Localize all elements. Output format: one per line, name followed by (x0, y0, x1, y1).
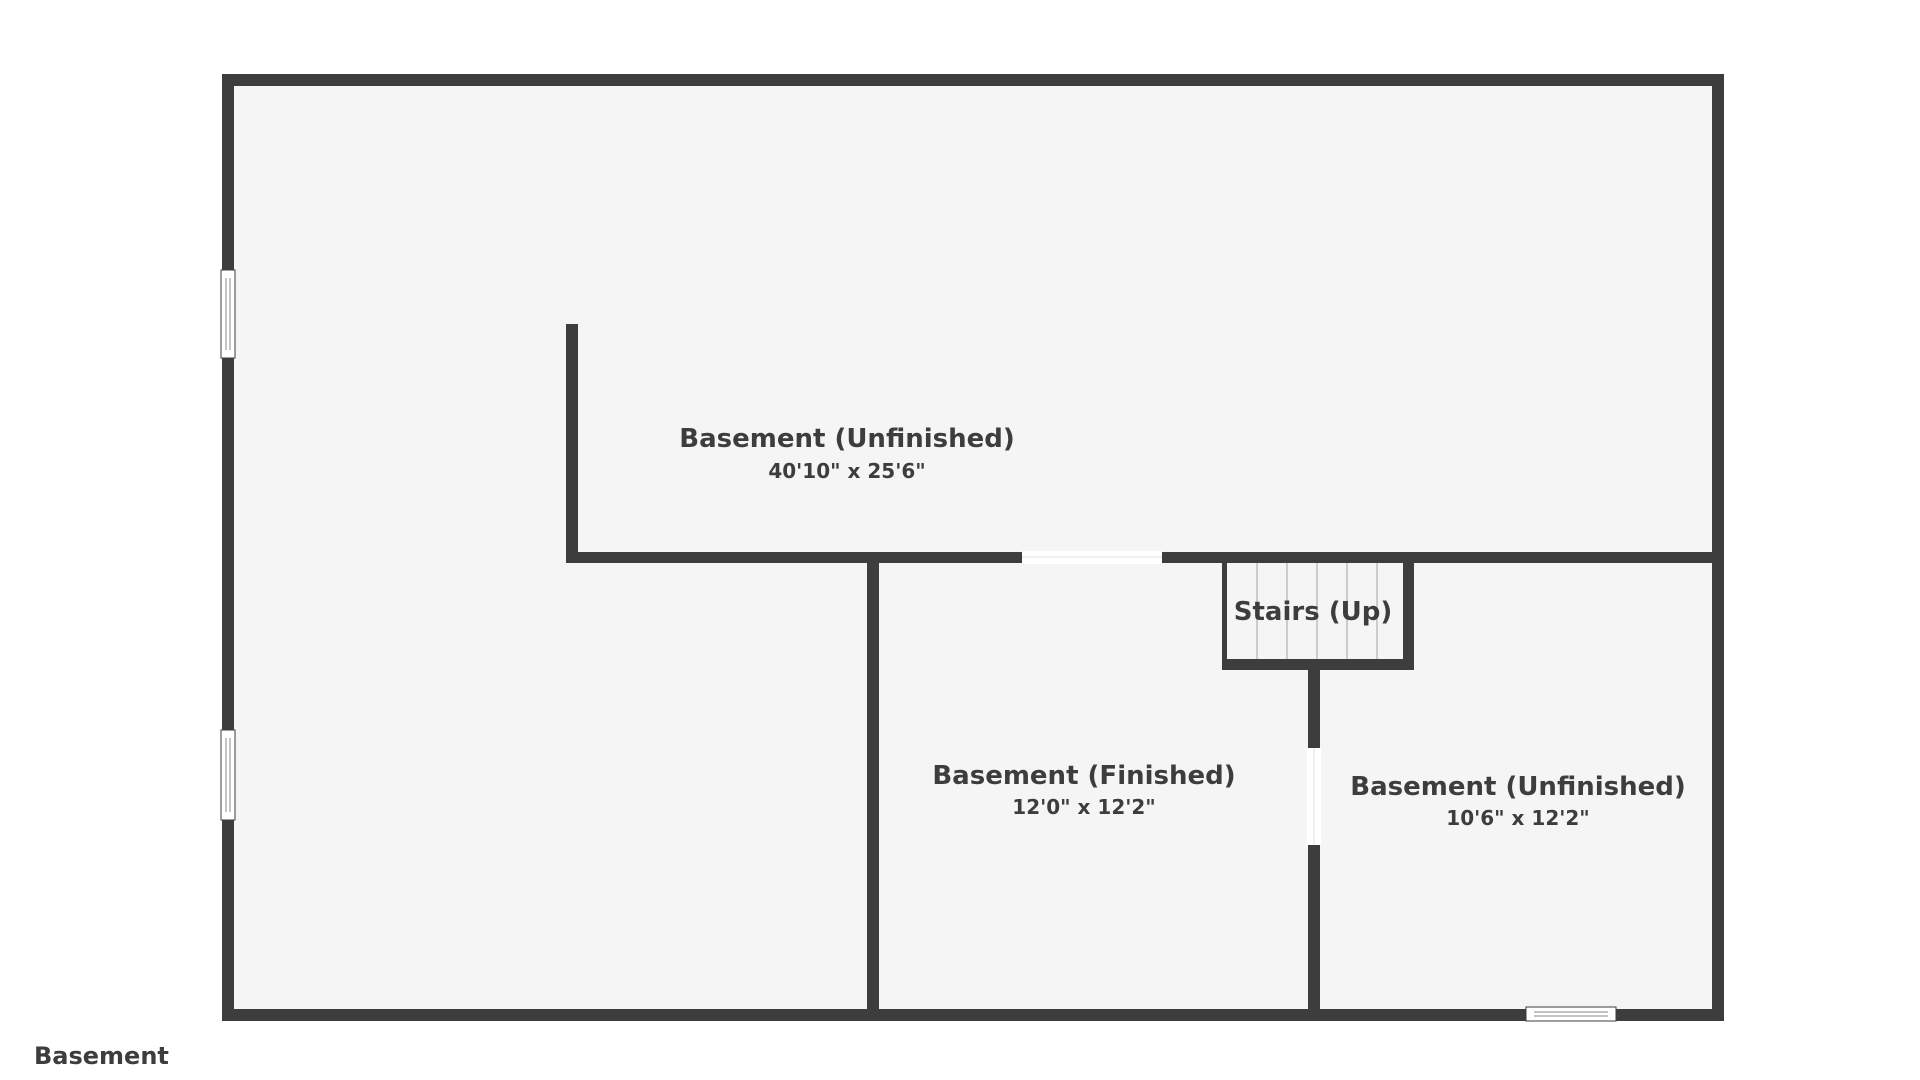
wall-stub-vertical (566, 324, 578, 562)
room-dimensions-finished: 12'0" x 12'2" (1012, 795, 1155, 819)
stair-treads (1256, 563, 1378, 659)
wall-finished-left (867, 552, 879, 1015)
window-left-lower-frame (220, 729, 236, 821)
windows (220, 269, 1617, 1022)
door-openings (1022, 551, 1321, 845)
stairs-wall-left (1222, 560, 1227, 668)
room-name-stairs: Stairs (Up) (1234, 597, 1392, 627)
room-name-main: Basement (Unfinished) (679, 424, 1015, 454)
window-left-upper-frame (220, 269, 236, 359)
wall-right (1712, 74, 1724, 1021)
floor-label: Basement (34, 1042, 169, 1070)
wall-left (222, 74, 234, 1021)
wall-top (222, 74, 1724, 86)
room-dimensions-side: 10'6" x 12'2" (1446, 806, 1589, 830)
room-name-finished: Basement (Finished) (932, 761, 1235, 791)
stairs-wall-bottom (1222, 659, 1414, 670)
room-dimensions-main: 40'10" x 25'6" (768, 459, 925, 483)
window-left-upper (220, 269, 236, 359)
window-bottom (1525, 1006, 1617, 1022)
stairs-wall-right (1403, 558, 1414, 670)
room-name-side: Basement (Unfinished) (1350, 772, 1686, 802)
window-left-lower (220, 729, 236, 821)
wall-bottom (222, 1009, 1724, 1021)
window-bottom-frame (1525, 1006, 1617, 1022)
floor-area (228, 80, 1718, 1015)
